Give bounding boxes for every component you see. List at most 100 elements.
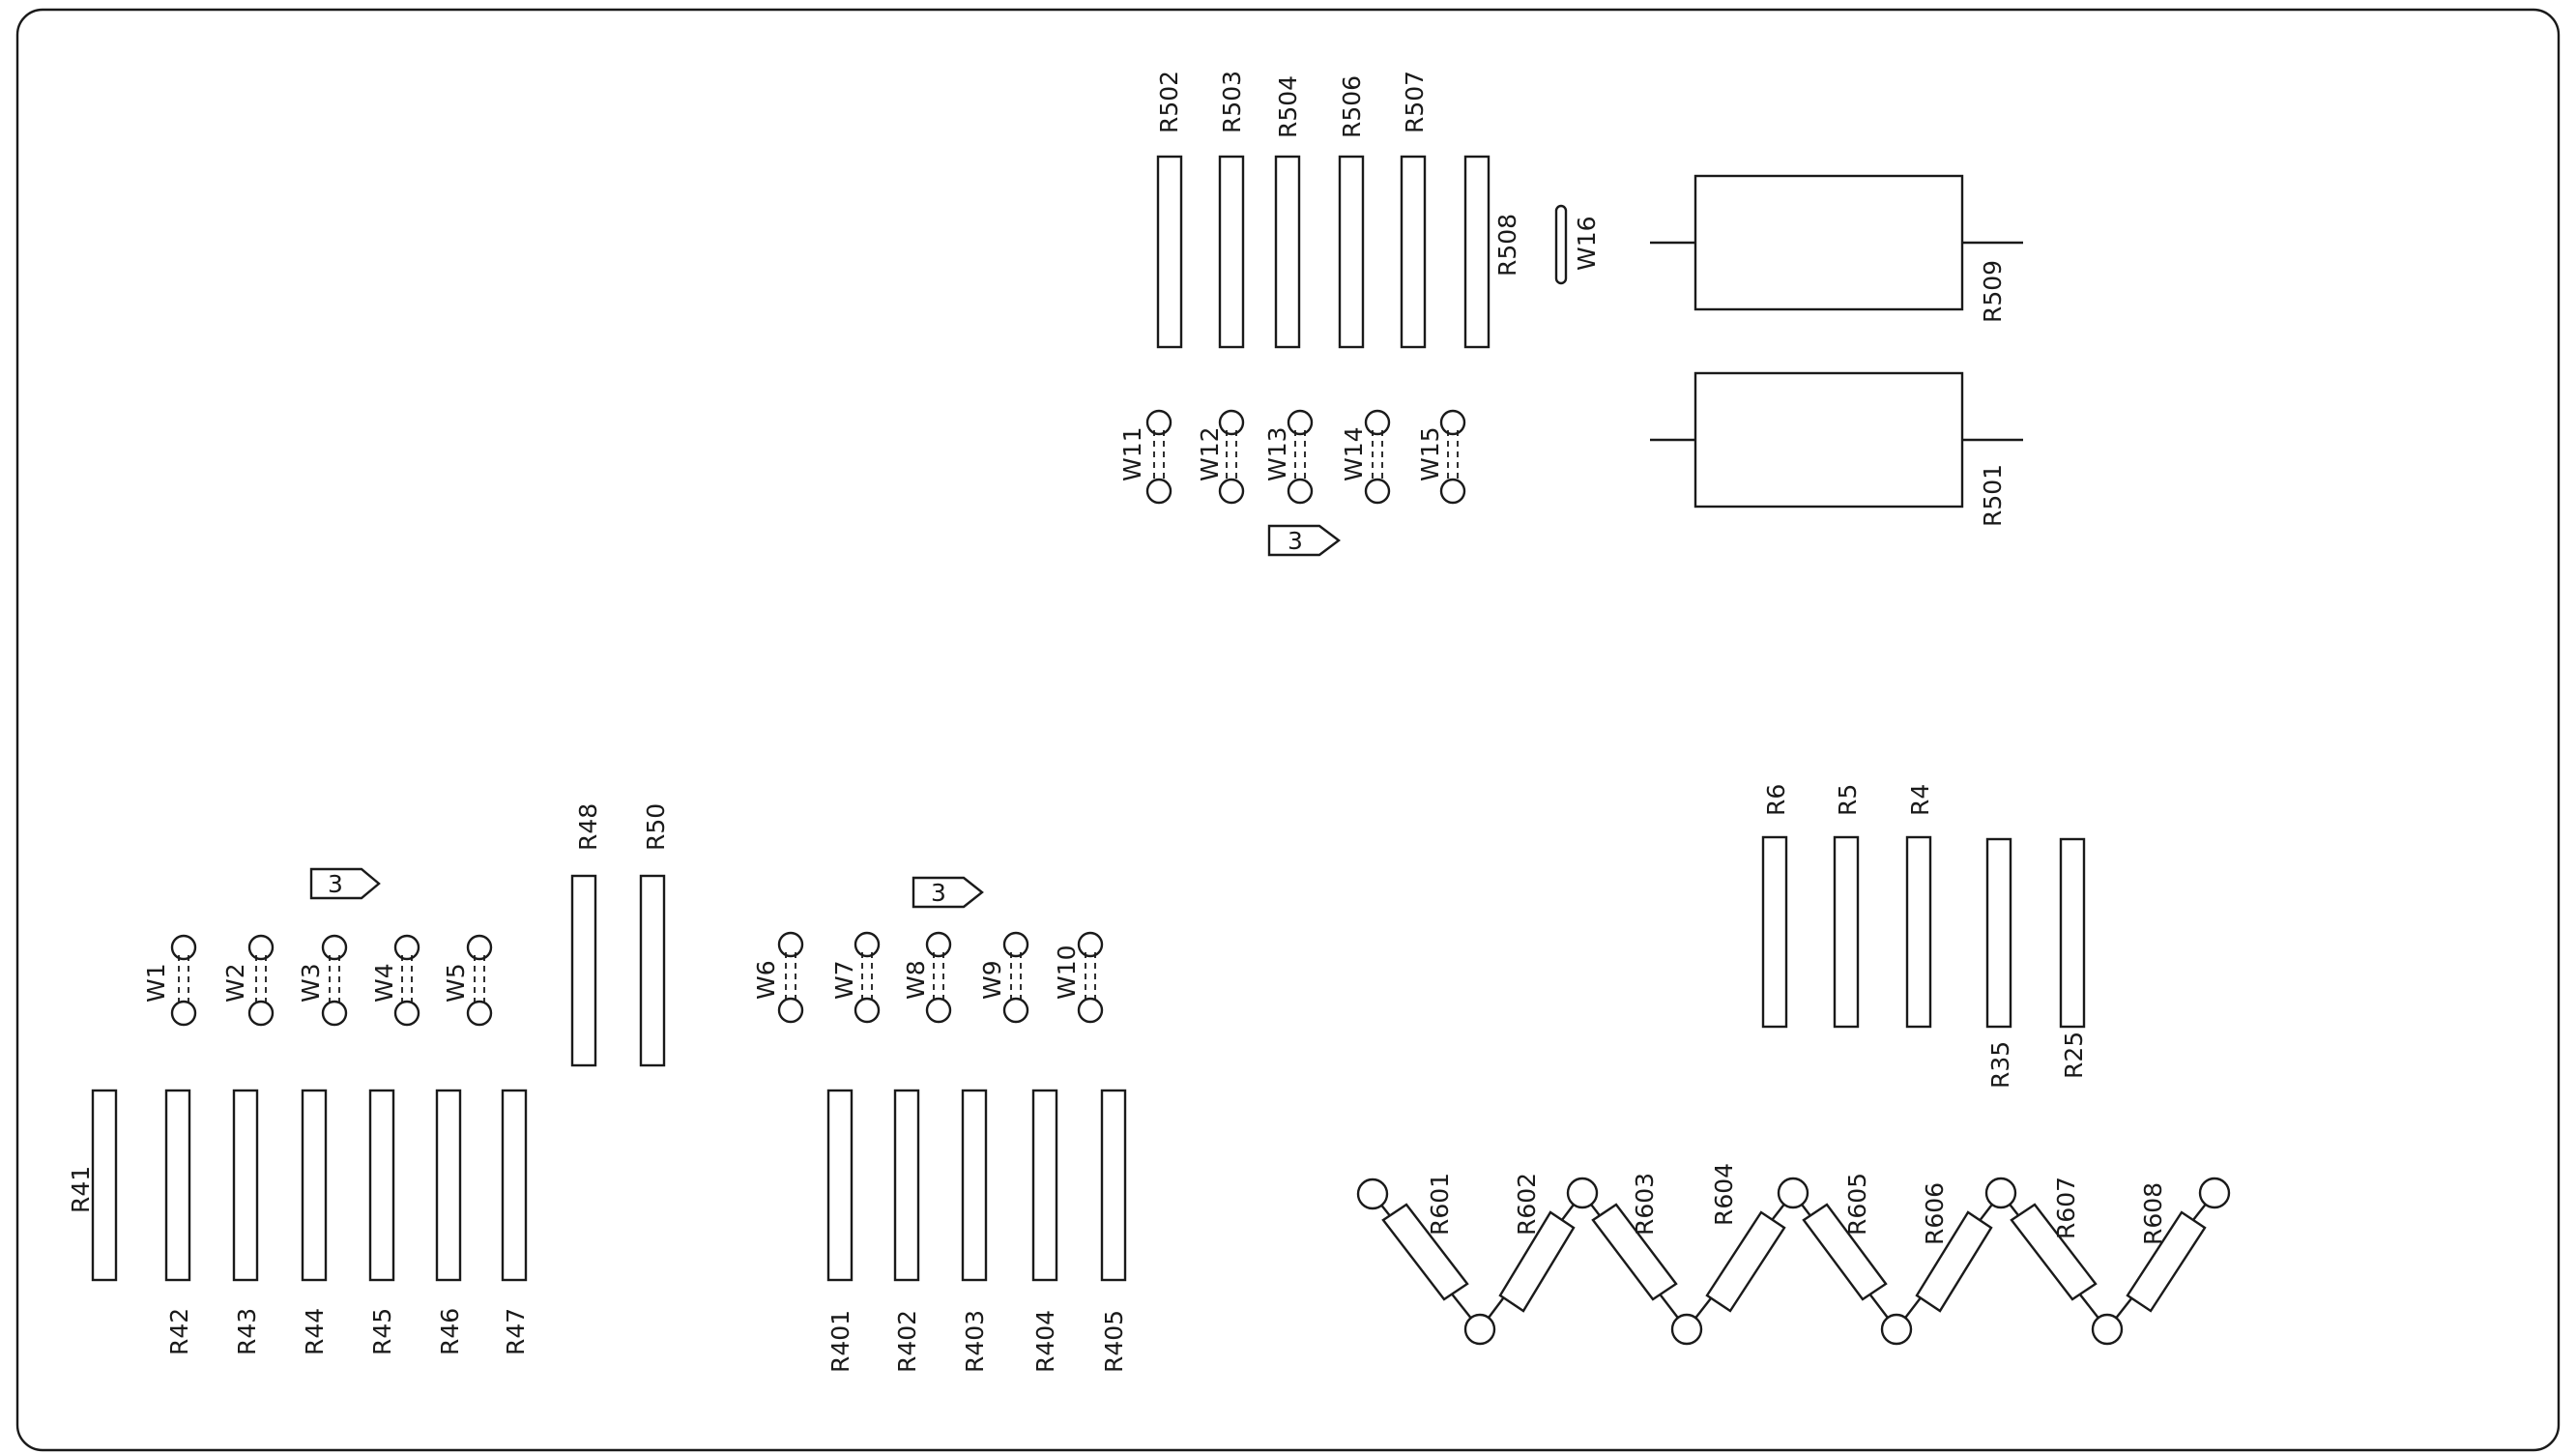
- jumper-w8: W8: [902, 931, 952, 1024]
- tag-left-label: 3: [328, 870, 343, 898]
- resistor-r35: R35: [1985, 837, 2014, 1089]
- chain-pad: [1566, 1177, 1599, 1209]
- resistor-r401: R401: [826, 1089, 854, 1373]
- label-w15: W15: [1416, 426, 1444, 481]
- label-r501: R501: [1979, 464, 2007, 527]
- jumper-w9: W9: [978, 931, 1029, 1024]
- label-r607: R607: [2052, 1177, 2080, 1239]
- resistor-r506: R506: [1338, 75, 1366, 349]
- resistor-r604: R604: [1705, 1163, 1786, 1313]
- reference-tag-mid: 3: [912, 876, 984, 909]
- jumper-w2: W2: [221, 934, 275, 1027]
- jumper-w11: W11: [1118, 409, 1172, 505]
- label-w16: W16: [1573, 216, 1601, 271]
- label-r405: R405: [1100, 1310, 1128, 1373]
- resistor-r48: R48: [570, 803, 602, 1067]
- label-r6: R6: [1762, 784, 1790, 816]
- jumper-w15: W15: [1416, 409, 1466, 505]
- resistor-r25: R25: [2059, 837, 2088, 1079]
- chain-pad: [1356, 1178, 1389, 1210]
- resistor-r6: R6: [1761, 784, 1790, 1029]
- board-outline: [15, 8, 2561, 1452]
- label-w14: W14: [1340, 426, 1368, 481]
- label-r48: R48: [574, 803, 602, 851]
- resistor-r405: R405: [1100, 1089, 1128, 1373]
- label-r4: R4: [1906, 784, 1934, 816]
- resistor-r50: R50: [639, 803, 670, 1067]
- label-r602: R602: [1513, 1173, 1541, 1236]
- resistor-r601: R601: [1381, 1173, 1469, 1301]
- jumper-w12: W12: [1196, 409, 1245, 505]
- label-r403: R403: [961, 1310, 989, 1373]
- resistor-r47: R47: [501, 1089, 530, 1355]
- label-w13: W13: [1263, 426, 1291, 481]
- label-w12: W12: [1196, 426, 1224, 481]
- resistor-r508: R508: [1463, 155, 1521, 349]
- jumper-w5: W5: [442, 934, 493, 1027]
- label-r50: R50: [642, 803, 670, 851]
- label-r509: R509: [1979, 260, 2007, 323]
- resistor-r404: R404: [1031, 1089, 1059, 1373]
- label-r25: R25: [2060, 1032, 2088, 1079]
- label-w3: W3: [297, 963, 325, 1003]
- chain-pad: [1670, 1313, 1703, 1346]
- jumper-w4: W4: [370, 934, 420, 1027]
- label-r601: R601: [1426, 1173, 1454, 1236]
- resistor-r402: R402: [893, 1089, 921, 1373]
- chain-pad: [1777, 1177, 1809, 1209]
- jumper-w13: W13: [1263, 409, 1314, 505]
- resistor-r44: R44: [301, 1089, 329, 1355]
- resistor-chain: R601 R602 R603 R604 R605 R606 R6: [1356, 1163, 2231, 1346]
- resistor-r605: R605: [1802, 1173, 1888, 1301]
- label-r606: R606: [1921, 1182, 1949, 1245]
- resistor-r503: R503: [1218, 71, 1246, 349]
- jumper-w16: W16: [1554, 204, 1601, 285]
- reference-tag-upper: 3: [1267, 524, 1341, 557]
- chain-pad: [1880, 1313, 1913, 1346]
- jumper-w14: W14: [1340, 409, 1391, 505]
- label-r603: R603: [1631, 1173, 1659, 1236]
- label-w7: W7: [830, 960, 858, 1000]
- label-r402: R402: [893, 1310, 921, 1373]
- resistor-r507: R507: [1400, 71, 1429, 349]
- label-r401: R401: [826, 1310, 854, 1373]
- label-r43: R43: [233, 1308, 261, 1355]
- label-r608: R608: [2139, 1182, 2167, 1245]
- resistor-r504: R504: [1274, 75, 1302, 349]
- label-r41: R41: [67, 1166, 95, 1213]
- resistor-r45: R45: [368, 1089, 396, 1355]
- label-r504: R504: [1274, 75, 1302, 138]
- label-r507: R507: [1401, 71, 1429, 133]
- jumper-w7: W7: [830, 931, 881, 1024]
- label-w5: W5: [442, 963, 470, 1003]
- resistor-r501: R501: [1650, 371, 2023, 527]
- tag-upper-label: 3: [1288, 527, 1303, 555]
- chain-pad: [1463, 1313, 1496, 1346]
- jumper-w1: W1: [142, 934, 197, 1027]
- resistor-r403: R403: [961, 1089, 989, 1373]
- label-w9: W9: [978, 960, 1006, 1000]
- label-w4: W4: [370, 963, 398, 1003]
- label-r605: R605: [1843, 1173, 1871, 1236]
- label-r508: R508: [1493, 214, 1521, 276]
- label-r604: R604: [1710, 1163, 1738, 1226]
- label-r45: R45: [368, 1308, 396, 1355]
- resistor-r46: R46: [435, 1089, 464, 1355]
- label-w1: W1: [142, 963, 170, 1003]
- label-w6: W6: [752, 960, 780, 1000]
- resistor-r608: R608: [2126, 1182, 2207, 1313]
- resistor-r502: R502: [1155, 71, 1183, 349]
- reference-tag-left: 3: [309, 867, 381, 900]
- label-w11: W11: [1118, 426, 1146, 481]
- label-r42: R42: [165, 1308, 193, 1355]
- label-r503: R503: [1218, 71, 1246, 133]
- resistor-r509: R509: [1650, 174, 2023, 323]
- label-r35: R35: [1986, 1041, 2014, 1089]
- resistor-r42: R42: [164, 1089, 193, 1355]
- resistor-r4: R4: [1905, 784, 1934, 1029]
- resistor-r603: R603: [1591, 1173, 1678, 1301]
- label-w8: W8: [902, 960, 930, 1000]
- chain-pad: [1984, 1177, 2017, 1209]
- chain-pad: [2198, 1177, 2231, 1209]
- label-r506: R506: [1338, 75, 1366, 138]
